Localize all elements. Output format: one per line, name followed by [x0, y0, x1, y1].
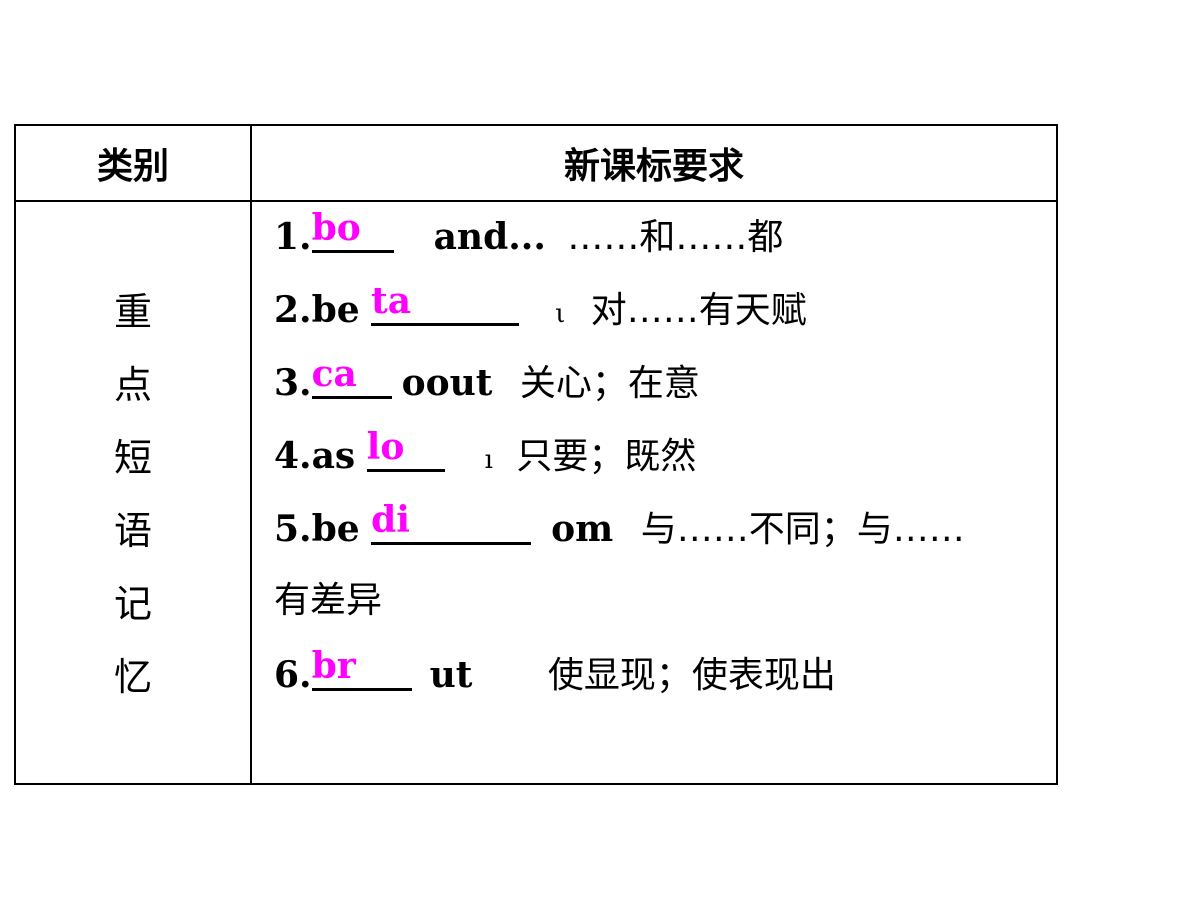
- answer-blank: lo: [366, 425, 445, 472]
- header-divider: [16, 200, 1056, 202]
- answer-hint: br: [311, 645, 356, 687]
- phrase-chinese: 对……有天赋: [590, 290, 807, 331]
- item-number: 6.: [274, 654, 312, 696]
- phrase-english: and...: [433, 216, 546, 258]
- item-number: 1.: [274, 216, 312, 258]
- answer-blank: bo: [311, 206, 394, 253]
- category-cell: 重 点 短 语 记 忆: [16, 276, 250, 714]
- list-item-continuation: 有差异: [274, 571, 1048, 644]
- answer-blank: di: [371, 498, 532, 545]
- phrase-chinese: 只要；既然: [516, 436, 697, 477]
- item-number: 4.as: [274, 435, 356, 477]
- phrase-table: 类别 新课标要求 重 点 短 语 记 忆 1.bo and... ……和……都 2…: [14, 124, 1058, 785]
- list-item: 4.as lo ı 只要；既然: [274, 425, 1048, 498]
- column-divider: [250, 126, 252, 783]
- category-char: 语: [113, 509, 152, 553]
- category-char: 记: [113, 582, 152, 626]
- phrase-english: om: [551, 508, 614, 550]
- answer-blank: ca: [311, 352, 392, 399]
- list-item: 2.be ta ι 对……有天赋: [274, 279, 1048, 352]
- answer-hint: lo: [366, 426, 405, 468]
- answer-hint: di: [371, 499, 410, 541]
- phrase-english: ı: [484, 445, 493, 475]
- answer-blank: br: [311, 644, 412, 691]
- phrase-chinese: ……和……都: [567, 217, 784, 258]
- category-char: 点: [113, 363, 152, 407]
- answer-hint: ta: [371, 280, 412, 322]
- list-item: 5.be di om 与……不同；与……: [274, 498, 1048, 571]
- phrase-chinese: 使显现；使表现出: [547, 655, 836, 696]
- phrase-english: oout: [401, 362, 493, 404]
- header-category: 类别: [96, 146, 169, 187]
- phrase-english: ut: [429, 654, 473, 696]
- category-char: 短: [113, 436, 152, 480]
- item-number: 3.: [274, 362, 312, 404]
- phrase-chinese: 关心；在意: [519, 363, 700, 404]
- phrase-chinese: 与……不同；与……: [640, 509, 965, 550]
- list-item: 6.br ut 使显现；使表现出: [274, 644, 1048, 717]
- item-number: 5.be: [274, 508, 360, 550]
- answer-blank: ta: [371, 279, 520, 326]
- requirement-list: 1.bo and... ……和……都 2.be ta ι 对……有天赋 3.ca oo…: [274, 206, 1048, 717]
- list-item: 1.bo and... ……和……都: [274, 206, 1048, 279]
- header-requirement: 新课标要求: [563, 146, 744, 187]
- answer-hint: ca: [311, 353, 357, 395]
- phrase-english: ι: [555, 299, 566, 329]
- item-number: 2.be: [274, 289, 360, 331]
- list-item: 3.ca oout 关心；在意: [274, 352, 1048, 425]
- phrase-chinese: 有差异: [274, 580, 383, 621]
- category-char: 重: [113, 290, 152, 334]
- category-char: 忆: [113, 655, 152, 699]
- answer-hint: bo: [311, 207, 361, 249]
